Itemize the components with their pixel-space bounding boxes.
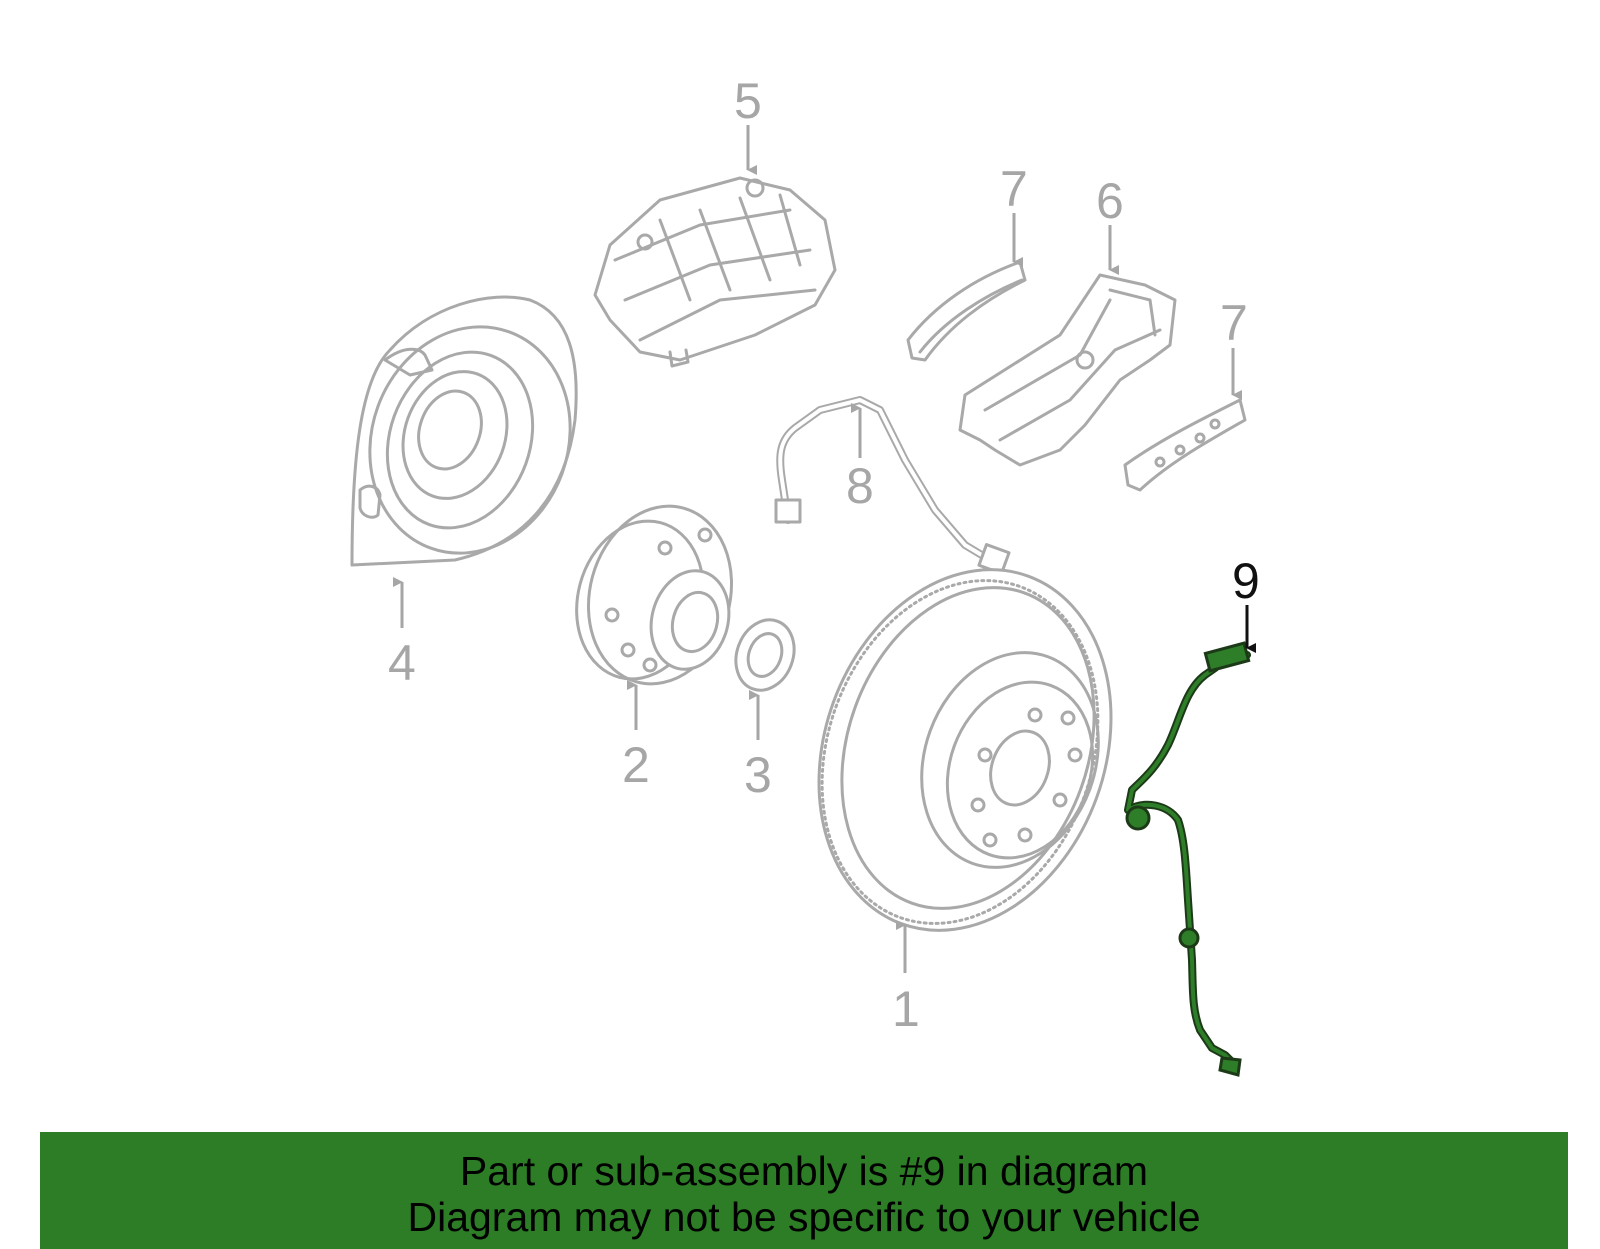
seal-part bbox=[734, 618, 796, 692]
callout-7b: 7 bbox=[1220, 295, 1248, 351]
brake-pad-left-part bbox=[906, 260, 1027, 362]
wear-sensor-wire-part bbox=[774, 396, 1011, 575]
callout-4: 4 bbox=[388, 635, 416, 691]
abs-sensor-part bbox=[1124, 641, 1251, 1077]
hub-part bbox=[575, 504, 734, 686]
banner-part-line: Part or sub-assembly is #9 in diagram bbox=[459, 1148, 1149, 1194]
part-info-banner: Part or sub-assembly is #9 in diagram Di… bbox=[40, 1132, 1568, 1249]
banner-disclaimer-line: Diagram may not be specific to your vehi… bbox=[407, 1194, 1201, 1240]
brake-pad-right-part bbox=[1123, 398, 1247, 492]
callout-2: 2 bbox=[622, 737, 650, 793]
caliper-part bbox=[593, 176, 837, 368]
callout-8: 8 bbox=[846, 458, 874, 514]
callout-5: 5 bbox=[734, 73, 762, 129]
callout-1: 1 bbox=[892, 981, 920, 1037]
rotor-part bbox=[817, 568, 1113, 932]
caliper-bracket-part bbox=[958, 273, 1177, 467]
callout-6: 6 bbox=[1096, 173, 1124, 229]
callout-3: 3 bbox=[744, 747, 772, 803]
callout-7a: 7 bbox=[1000, 161, 1028, 217]
callout-9: 9 bbox=[1232, 553, 1260, 609]
dust-shield-part bbox=[350, 295, 578, 567]
